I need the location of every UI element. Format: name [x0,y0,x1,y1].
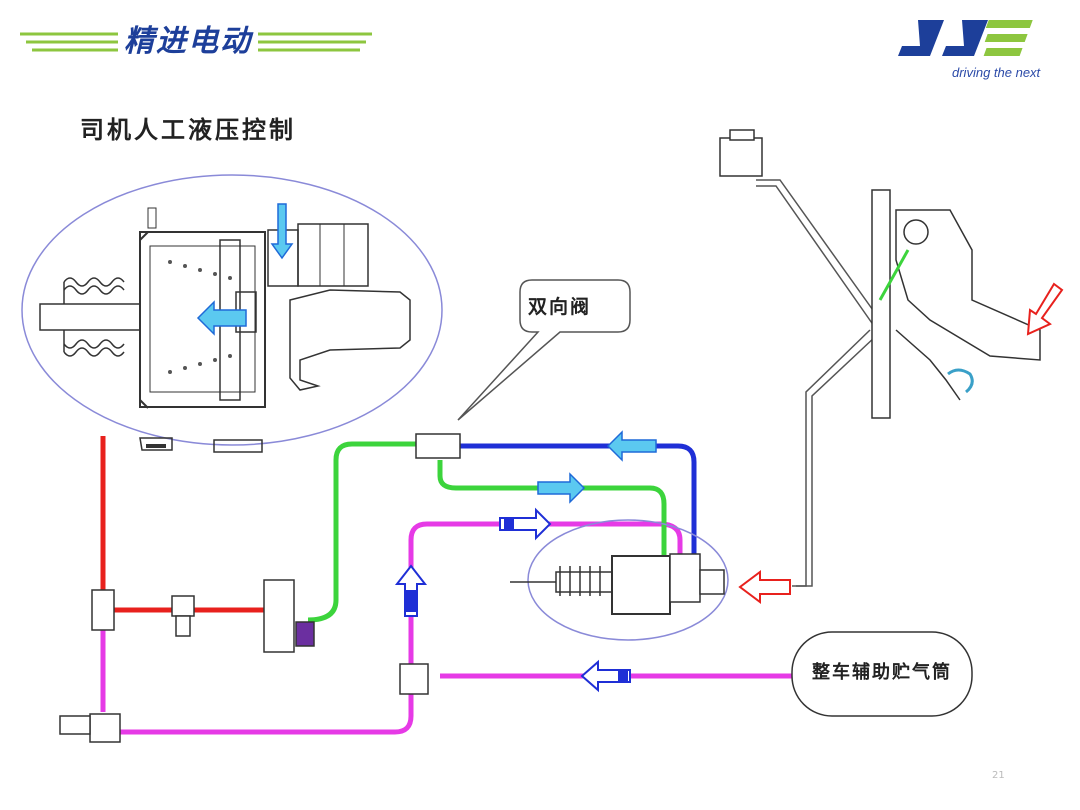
flow-arrow-icon [499,507,552,541]
air-tank-box [791,631,973,717]
valve-callout [457,279,631,421]
clutch-booster-view [510,519,729,641]
header-title: 精进电动 [124,24,252,59]
header-stripes-right [258,32,372,52]
flow-arrow-icon [270,203,294,260]
logo-jj-icon [898,20,1033,56]
air-tank-label: 整车辅助贮气筒 [812,662,952,683]
pedal-force-arrow-icon [1026,282,1064,336]
hydraulic-line [307,441,667,623]
pipe-fittings [59,433,461,743]
flow-arrow-icon [537,472,586,504]
flow-arrow-icon [580,659,631,693]
page-heading: 司机人工液压控制 [80,115,296,144]
page-number: 21 [992,770,1005,781]
header-stripes-left [20,32,118,52]
flow-arrow-icon [196,300,247,336]
supply-air-line [100,436,270,613]
two-way-valve-label: 双向阀 [528,296,592,318]
return-line [458,443,697,560]
logo-tagline: driving the next [952,65,1041,80]
flow-arrow-icon [394,564,428,617]
pedal-linkage [756,179,881,587]
flow-arrow-icon [738,570,791,604]
pedal-assembly [719,129,1041,419]
flow-arrow-icon [606,430,657,462]
